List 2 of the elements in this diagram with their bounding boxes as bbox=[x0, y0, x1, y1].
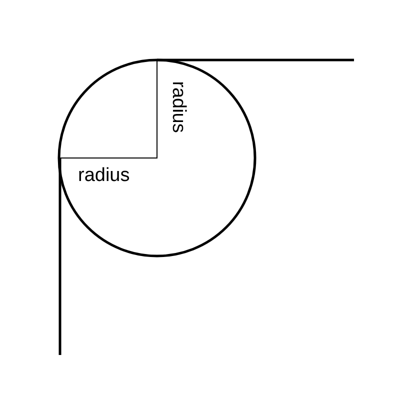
radius-label: radius bbox=[78, 164, 130, 188]
radius-label: radius bbox=[166, 81, 190, 133]
